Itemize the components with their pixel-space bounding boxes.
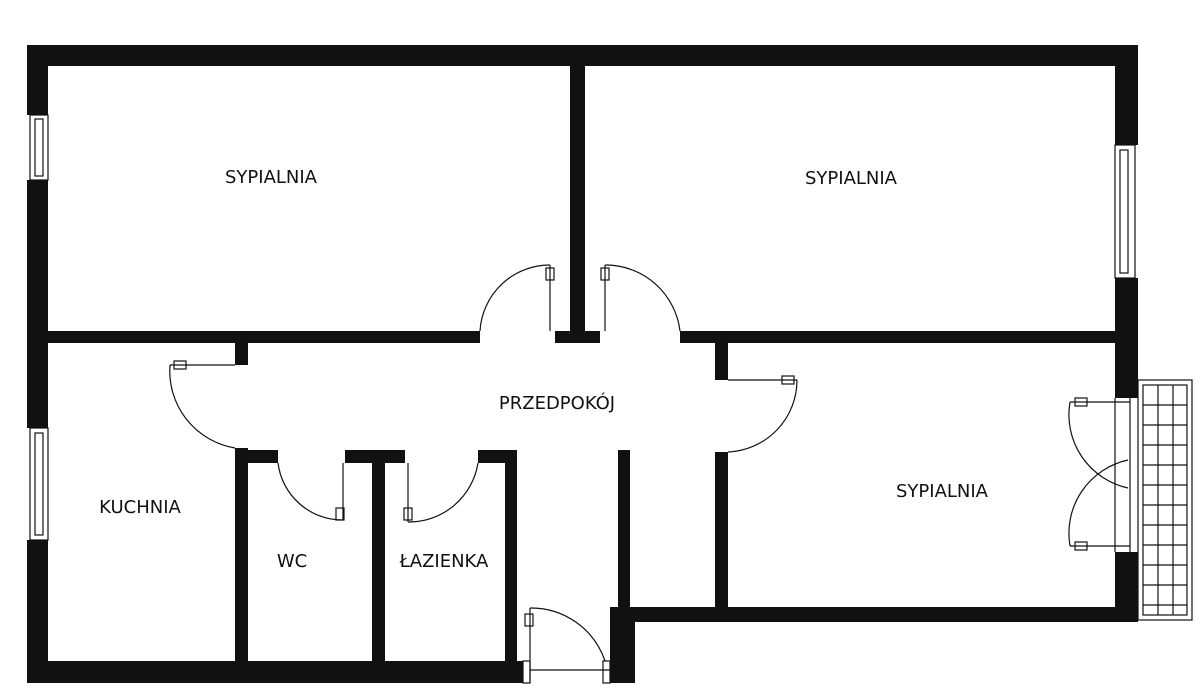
balcony bbox=[1137, 379, 1193, 621]
room-label-bedroom-1: SYPIALNIA bbox=[225, 167, 318, 188]
room-label-kitchen: KUCHNIA bbox=[99, 497, 181, 518]
room-labels: SYPIALNIA SYPIALNIA PRZEDPOKÓJ SYPIALNIA… bbox=[99, 167, 989, 572]
walls bbox=[27, 45, 1138, 683]
windows bbox=[29, 114, 1136, 541]
room-label-bathroom: ŁAZIENKA bbox=[399, 551, 489, 572]
room-label-wc: WC bbox=[277, 551, 307, 572]
doors bbox=[169, 264, 1131, 684]
room-label-bedroom-3: SYPIALNIA bbox=[896, 481, 989, 502]
room-label-bedroom-2: SYPIALNIA bbox=[805, 168, 898, 189]
room-label-hallway: PRZEDPOKÓJ bbox=[499, 392, 615, 414]
